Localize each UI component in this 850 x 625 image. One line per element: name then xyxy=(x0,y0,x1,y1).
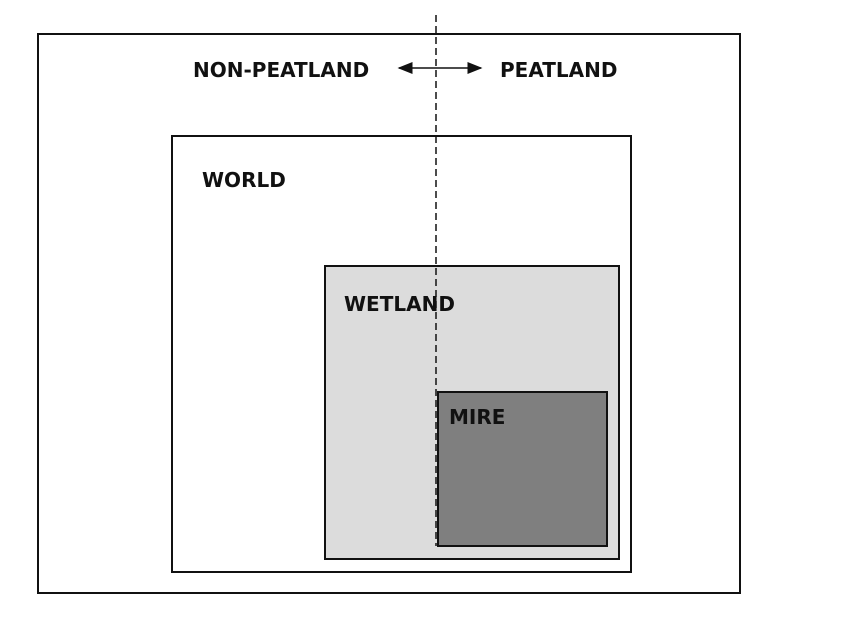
mire-box xyxy=(437,391,608,547)
non-peatland-label: NON-PEATLAND xyxy=(193,58,369,82)
world-label: WORLD xyxy=(202,168,286,192)
mire-label: MIRE xyxy=(449,405,505,429)
wetland-label: WETLAND xyxy=(344,292,455,316)
peatland-label: PEATLAND xyxy=(500,58,617,82)
